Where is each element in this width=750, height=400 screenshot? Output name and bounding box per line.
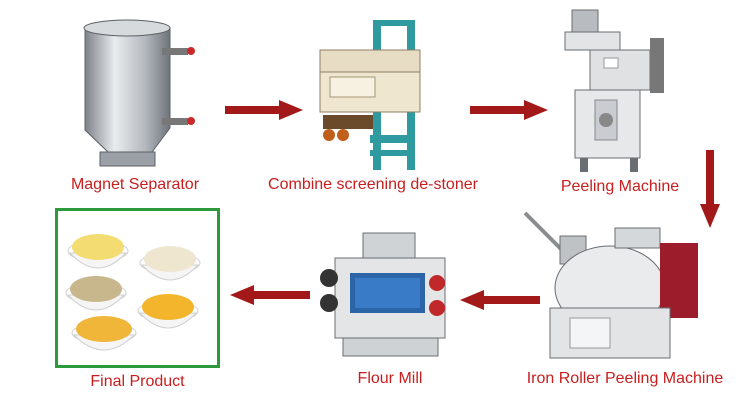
flour-mill-illustration xyxy=(320,232,446,357)
peeling-machine-label: Peeling Machine xyxy=(560,178,680,195)
peeling-machine-illustration xyxy=(564,9,664,172)
flow-arrow-3 xyxy=(700,150,720,228)
flow-arrow-2 xyxy=(470,100,548,120)
flour-mill-label: Flour Mill xyxy=(357,370,423,387)
grain-bowls-illustration xyxy=(65,234,201,351)
destoner-illustration xyxy=(319,20,421,170)
iron-roller-node xyxy=(520,208,705,368)
flow-arrow-4 xyxy=(460,290,540,310)
iron-roller-label: Iron Roller Peeling Machine xyxy=(526,370,724,387)
peeling-machine-node xyxy=(560,8,670,176)
final-product-label: Final Product xyxy=(90,373,185,390)
magnet-separator-node xyxy=(70,10,200,175)
final-product-frame xyxy=(55,208,220,368)
iron-roller-illustration xyxy=(523,211,698,359)
flour-mill-node xyxy=(315,228,455,368)
destoner-label: Combine screening de-stoner xyxy=(268,176,478,193)
flow-arrow-1 xyxy=(225,100,303,120)
destoner-node xyxy=(315,15,430,175)
magnet-separator-label: Magnet Separator xyxy=(70,176,200,193)
magnet-separator-illustration xyxy=(83,19,195,167)
flow-arrow-5 xyxy=(230,285,310,305)
